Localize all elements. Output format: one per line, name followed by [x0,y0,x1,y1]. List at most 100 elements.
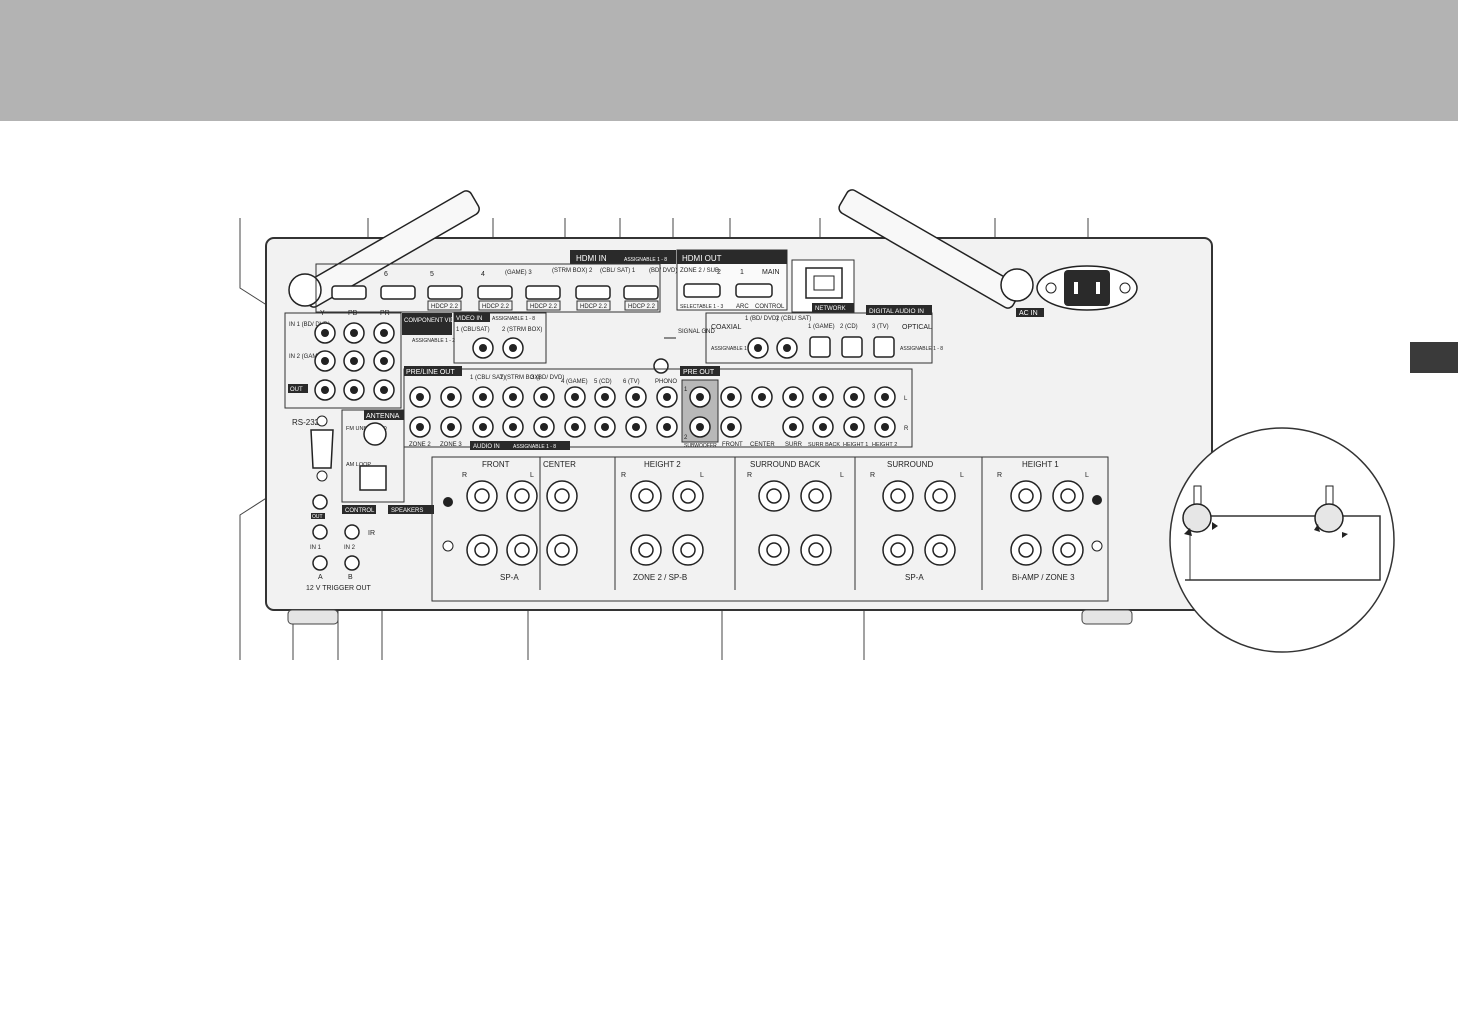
hdcp-badge-3: HDCP 2.2 [530,304,558,310]
network-port[interactable]: NETWORK [791,259,855,313]
audio-in-assign: ASSIGNABLE 1 - 8 [513,444,556,450]
audio-in-phono: PHONO [655,379,677,385]
spk-height1-label: HEIGHT 1 [1022,460,1059,469]
pre-out-center: CENTER [750,442,775,448]
hdmi-out-control: CONTROL [755,304,785,310]
trigger-b-label: B [348,574,353,581]
coax-2-label: 2 (CBL/ SAT) [776,316,811,322]
component-col-pr: PR [380,310,390,317]
hdmi-label-6: 6 [384,271,388,278]
spk-front-r: R [462,472,467,479]
fm-jack[interactable] [363,422,387,446]
pre-out-height2: HEIGHT 2 [872,442,897,448]
hdmi-out-ports[interactable] [683,283,773,298]
ac-inlet[interactable]: AC IN [1016,265,1138,317]
audio-in-2: 2 (STRM BOX) [500,375,540,381]
video-in-2-label: 2 (STRM BOX) [502,327,542,333]
pre-out-subwoofer: SUBWOOFER [684,443,717,449]
control-out-label: OUT [312,514,323,520]
spk-h2-r: R [621,472,626,479]
analog-audio-section: PRE/LINE OUT ZONE 2 ZONE 3 AUDIO IN ASSI… [403,366,913,450]
pre-out-surr: SURR [785,442,803,448]
pre-out-r: R [904,426,909,432]
control-jacks[interactable] [312,494,360,571]
digital-audio-title: DIGITAL AUDIO IN [869,308,924,315]
spk-h1-l: L [1085,472,1089,479]
optical-label: OPTICAL [902,324,932,331]
hdmi-label-1: (CBL/ SAT) 1 [600,268,636,274]
video-in-title: VIDEO IN [456,316,482,322]
spk-s-r: R [870,472,875,479]
hdcp-badge-5: HDCP 2.2 [431,304,459,310]
spk-bottom-zone2: ZONE 2 / SP-B [633,573,687,582]
video-in-1-label: 1 (CBL/SAT) [456,327,490,333]
audio-in-5: 5 (CD) [594,379,612,385]
am-terminal[interactable] [359,465,387,491]
hdmi-out-title: HDMI OUT [682,254,722,263]
pre-out-height1: HEIGHT 1 [843,442,868,448]
hdmi-in-title: HDMI IN [576,254,607,263]
spk-surround-back-label: SURROUND BACK [750,460,821,469]
opt-1-label: 1 (GAME) [808,324,835,330]
spk-s-l: L [960,472,964,479]
hdmi-out-section: HDMI OUT ZONE 2 / SUB 2 1 MAIN SELECTABL… [676,249,788,311]
hdmi-out-2: 2 [717,269,721,276]
component-jacks[interactable] [314,322,395,401]
component-in2-label: IN 2 (GAME) [289,354,323,360]
antenna-inset-detail [1169,427,1395,653]
hdcp-badge-4: HDCP 2.2 [482,304,510,310]
rs232c-label: RS-232C [292,418,325,427]
spk-sb-r: R [747,472,752,479]
hdmi-label-2: (STRM BOX) 2 [552,268,593,274]
video-in-section: VIDEO IN ASSIGNABLE 1 - 8 1 (CBL/SAT) 2 … [453,312,547,364]
hdmi-in-ports[interactable] [331,285,659,300]
sub-1-label: 1 [684,387,688,393]
hdmi-out-selectable: SELECTABLE 1 - 3 [680,304,723,310]
component-in1-label: IN 1 (BD/ DVD) [289,322,330,328]
coaxial-label: COAXIAL [711,324,741,331]
hdmi-label-5: 5 [430,271,434,278]
component-col-y: Y [320,310,325,317]
antenna-title: ANTENNA [366,413,400,420]
control-title: CONTROL [345,508,375,514]
spk-bottom-biamp: Bi-AMP / ZONE 3 [1012,573,1075,582]
opt-2-label: 2 (CD) [840,324,858,330]
spk-h2-l: L [700,472,704,479]
digital-audio-section: DIGITAL AUDIO IN COAXIAL OPTICAL 1 (BD/ … [705,305,943,364]
audio-in-6: 6 (TV) [623,379,640,385]
hdmi-label-3: (GAME) 3 [505,270,532,276]
pre-out-title: PRE OUT [683,369,715,376]
page-header-band [0,0,1458,121]
spk-bottom-spa1: SP-A [500,573,519,582]
audio-in-4: 4 (GAME) [561,379,588,385]
pre-out-l: L [904,396,908,402]
coax-assign: ASSIGNABLE 1 - 8 [711,346,754,352]
pre-out-surr-back: SURR BACK [808,442,840,448]
rs232c-port[interactable]: RS-232C [292,415,334,482]
minus-icon-right [1091,540,1103,552]
plus-icon [443,497,453,507]
component-video-assign: ASSIGNABLE 1 - 2 [412,338,455,344]
opt-assign: ASSIGNABLE 1 - 8 [900,346,943,352]
spk-height2-label: HEIGHT 2 [644,460,681,469]
am-label: AM LOOP [346,462,371,468]
plus-icon-right [1092,495,1102,505]
coax-1-label: 1 (BD/ DVD) [745,316,778,322]
hdmi-out-main: MAIN [762,269,780,276]
audio-in-1: 1 (CBL/ SAT) [470,375,505,381]
control-in1-label: IN 1 [310,545,322,551]
network-label: NETWORK [815,306,846,312]
section-tab [1410,342,1458,373]
video-in-assign: ASSIGNABLE 1 - 8 [492,316,535,322]
hdmi-in-assign: ASSIGNABLE 1 - 8 [624,257,667,263]
audio-in-3: 3 (BD/ DVD) [531,375,564,381]
hdmi-label-4: 4 [481,271,485,278]
spk-front-l: L [530,472,534,479]
component-col-pb: PB [348,310,358,317]
optical-jacks[interactable] [809,336,895,358]
spk-surround-label: SURROUND [887,460,933,469]
hdmi-label-bd: (BD/ DVD) [649,268,677,274]
spk-bottom-spa2: SP-A [905,573,924,582]
speakers-section: FRONT CENTER HEIGHT 2 SURROUND BACK SURR… [431,456,1109,602]
component-out-label: OUT [290,387,303,393]
